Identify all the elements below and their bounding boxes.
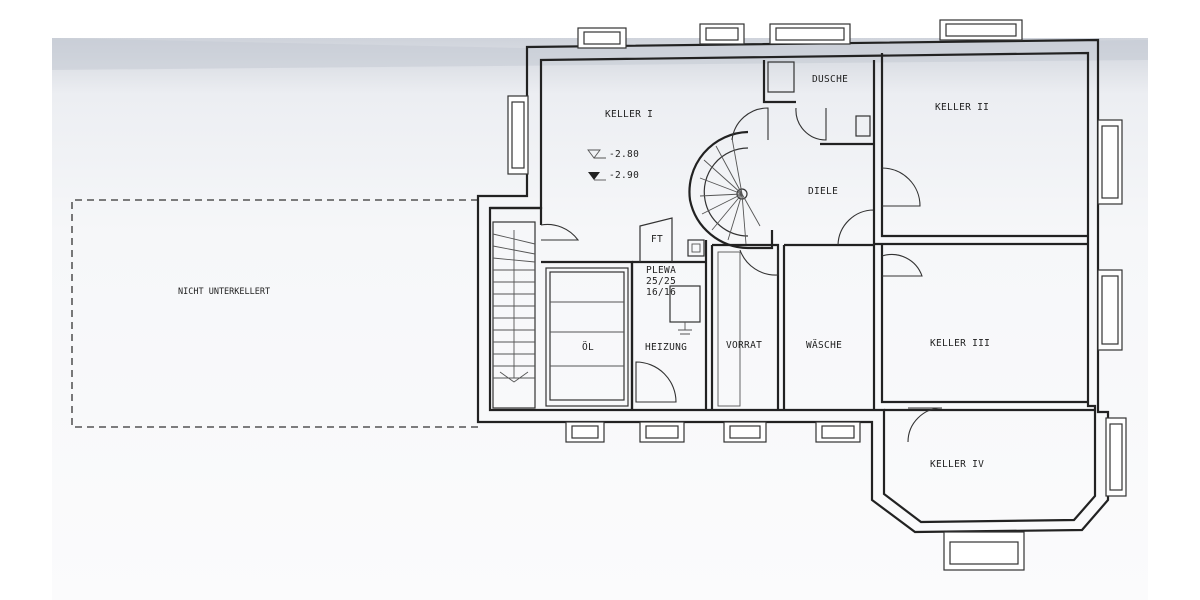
room-label-oel: ÖL [582,342,594,353]
annotation-plewa: PLEWA [646,265,676,276]
vorrat-shelf [717,251,741,407]
straight-stair-treads [492,230,536,383]
spiral-stair [688,130,774,250]
oil-tank-dividers [550,301,624,367]
annotation-plewa-dim-2: 16/16 [646,287,676,298]
room-label-waesche: WÄSCHE [806,340,842,351]
stair-wall [490,206,543,225]
straight-stair [492,221,536,409]
paper-sheet [52,38,1148,600]
door-keller-1-diele [731,107,769,141]
vorrat-wall [712,243,786,410]
windows [507,19,1127,571]
level-label-1: -2.80 [609,149,639,160]
shower-tray [767,61,795,93]
unexcavated-outline [71,199,478,428]
level-marker-icons [587,149,606,181]
door-keller-2 [881,167,921,207]
area-label-nicht-unterkellert: NICHT UNTERKELLERT [178,287,270,297]
annotation-plewa-dim-1: 25/25 [646,276,676,287]
annotation-ft: FT [651,234,663,245]
chimney [687,239,705,257]
outer-wall [476,38,1110,534]
room-label-heizung: HEIZUNG [645,342,687,353]
heizung-partition [639,217,673,262]
chimney-inner [691,243,701,253]
keller-3-wall [874,242,1088,404]
room-label-diele: DIELE [808,186,838,197]
room-label-keller-2: KELLER II [935,102,989,113]
door-keller-4 [907,407,943,443]
heizung-wall [630,240,714,410]
oil-tank-room [545,267,629,407]
dusche-wall [762,60,876,244]
door-dusche [795,107,827,141]
door-waesche [837,209,875,246]
door-heizung [635,361,677,403]
room-label-keller-3: KELLER III [930,338,990,349]
keller-2-wall [880,53,1088,238]
door-vorrat [739,249,779,276]
room-label-keller-4: KELLER IV [930,459,984,470]
oil-tank [549,271,625,401]
boiler-ground [678,322,692,335]
room-label-vorrat: VORRAT [726,340,762,351]
room-label-dusche: DUSCHE [812,74,848,85]
level-label-2: -2.90 [609,170,639,181]
door-keller-3 [881,253,923,277]
washbasin [855,115,871,137]
door-keller-1 [540,223,580,241]
room-label-keller-1: KELLER I [605,109,653,120]
